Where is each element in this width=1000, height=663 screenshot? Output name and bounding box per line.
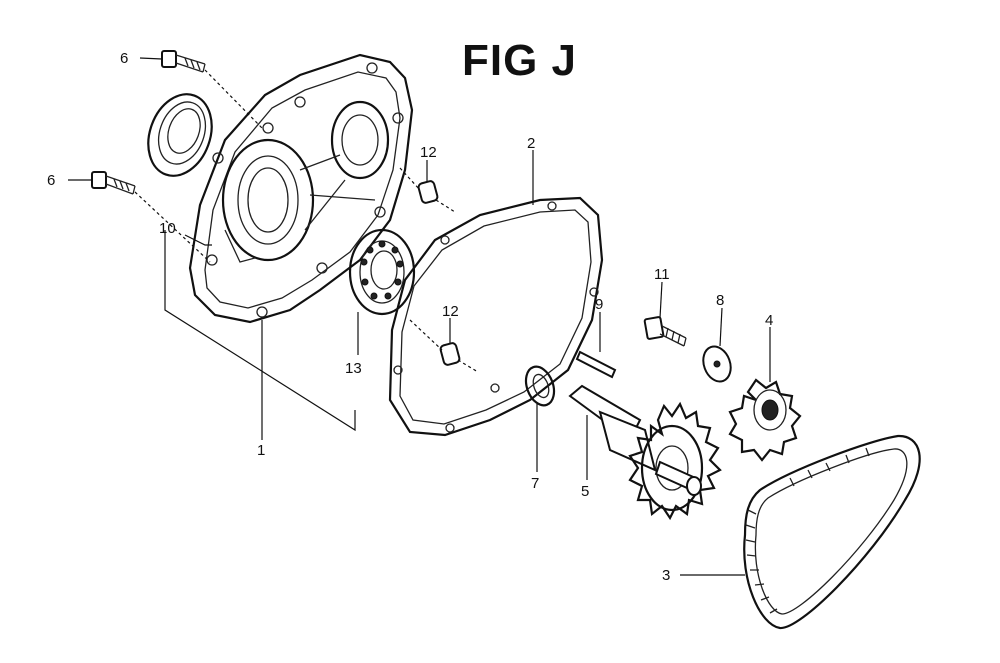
callout-11: 11 — [654, 266, 670, 283]
callout-5: 5 — [581, 483, 589, 500]
callout-labels: 6 6 10 12 2 12 13 1 11 9 8 4 7 5 3 — [47, 50, 773, 584]
callout-12-lower: 12 — [442, 303, 459, 320]
callout-12-upper: 12 — [420, 144, 437, 161]
bolt-upper — [161, 50, 206, 73]
leader-lines — [68, 57, 771, 576]
sprocket-bolt — [643, 316, 687, 347]
bolt-lower — [91, 171, 136, 195]
gasket — [388, 196, 604, 437]
callout-10: 10 — [159, 220, 176, 237]
flat-washer — [702, 345, 732, 383]
callout-4: 4 — [765, 312, 773, 329]
ball-bearing — [348, 228, 416, 316]
gearcase-cover — [188, 53, 414, 324]
callout-8: 8 — [716, 292, 724, 309]
drive-sprocket — [728, 378, 802, 462]
callout-9: 9 — [595, 296, 603, 313]
drive-chain — [743, 434, 921, 630]
callout-13: 13 — [345, 360, 362, 377]
callout-6-lower: 6 — [47, 172, 55, 189]
dowel-pin-lower — [439, 342, 461, 366]
shaft-key — [575, 350, 617, 379]
callout-7: 7 — [531, 475, 539, 492]
oil-seal — [147, 93, 213, 177]
callout-2: 2 — [527, 135, 535, 152]
dowel-pin-upper — [417, 180, 439, 204]
thrust-washer — [524, 365, 556, 407]
drive-shaft-sprocket — [568, 384, 722, 521]
callout-3: 3 — [662, 567, 670, 584]
figure-title: FIG J — [462, 36, 578, 85]
callout-1: 1 — [257, 442, 265, 459]
callout-6-upper: 6 — [120, 50, 128, 67]
